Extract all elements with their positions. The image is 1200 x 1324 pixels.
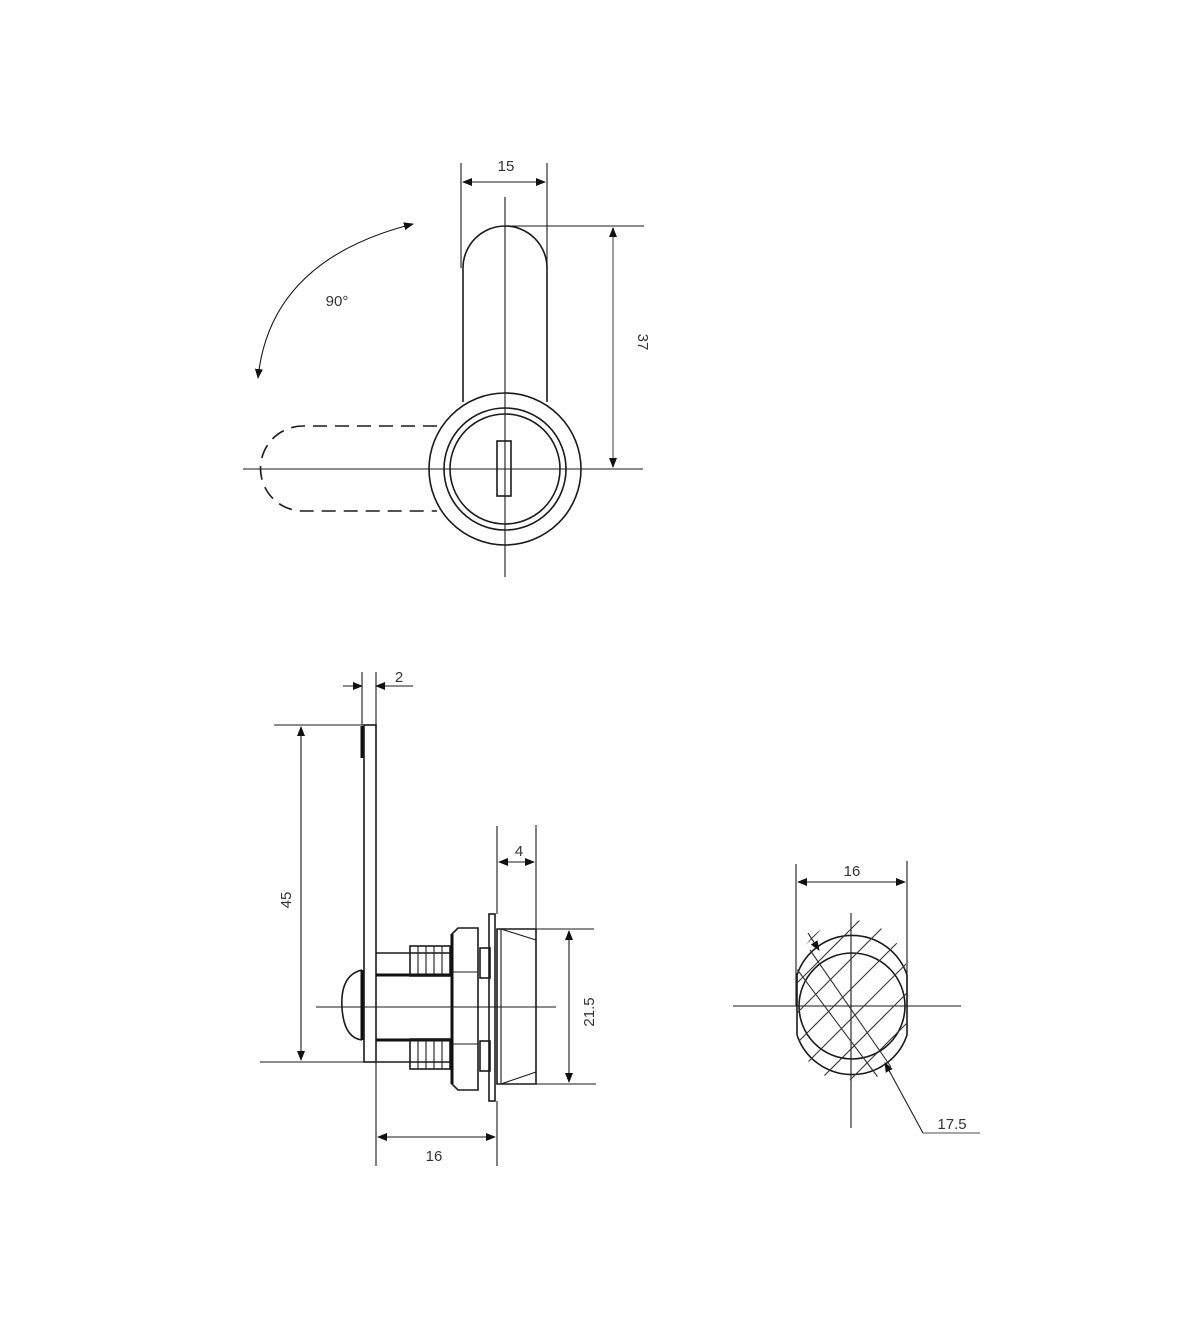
- threads-top: [409, 945, 451, 977]
- rotation-arrow: [254, 222, 414, 379]
- rotation-label: 90°: [326, 293, 349, 310]
- section-inner-circle: [798, 952, 906, 1060]
- section-outer-profile: [796, 934, 908, 1076]
- hatching: [797, 920, 907, 1081]
- flange-depth-label: 4: [515, 843, 523, 860]
- height-label: 37: [634, 334, 651, 351]
- side-view: 2 45 4 21.5 16: [260, 669, 598, 1166]
- plug-face: [449, 413, 561, 525]
- dome-screw: [341, 969, 363, 1041]
- front-view: 15 37 90°: [243, 158, 651, 577]
- hex-nut: [451, 927, 479, 1091]
- bezel-ring: [443, 407, 567, 531]
- cam-plate: [363, 724, 377, 1063]
- cam-thickness-label: 2: [395, 669, 403, 686]
- flange-plate: [488, 913, 496, 1102]
- body-length-label: 16: [426, 1148, 443, 1165]
- cam-length-label: 45: [278, 892, 295, 909]
- section-view: 16 17.5: [733, 861, 980, 1134]
- flat-width-label: 16: [844, 863, 861, 880]
- cam-arm-rotated-dashed: [259, 425, 437, 512]
- threads-bottom: [409, 1038, 451, 1070]
- width-label: 15: [498, 158, 515, 175]
- key-slot: [496, 440, 512, 497]
- outer-bezel: [428, 392, 582, 546]
- flange-diameter-label: 21.5: [581, 997, 598, 1026]
- diameter-label: 17.5: [937, 1116, 966, 1133]
